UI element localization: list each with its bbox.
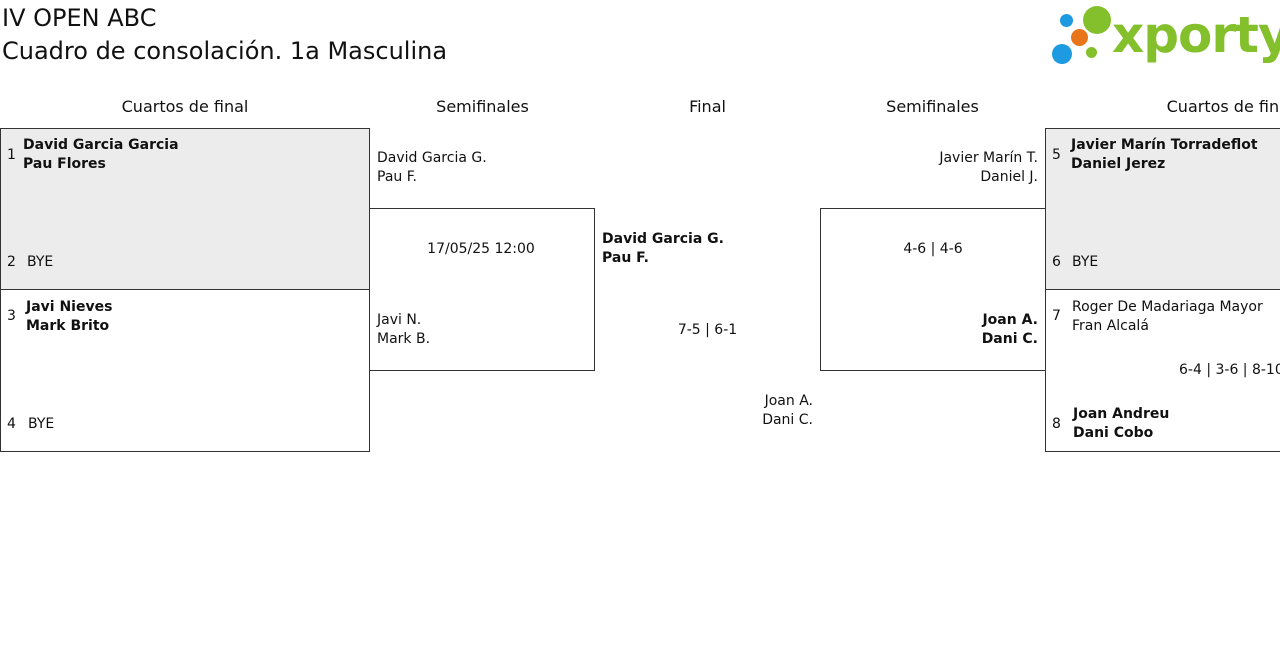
player-name[interactable]: David Garcia G.	[602, 231, 724, 247]
bye-label: BYE	[28, 416, 55, 432]
player-name[interactable]: Javier Marín Torradeflot	[1071, 137, 1258, 153]
player-name[interactable]: Dani Cobo	[1073, 425, 1154, 441]
player-name[interactable]: Mark B.	[377, 331, 431, 347]
match-box-right-qf-2	[1045, 289, 1280, 452]
seed-number: 3	[7, 308, 16, 324]
logo-dot-blue	[1052, 44, 1072, 64]
logo-dot-green-small	[1086, 47, 1097, 58]
player-name[interactable]: Roger De Madariaga Mayor	[1072, 299, 1263, 315]
xporty-logo[interactable]: xporty	[1050, 4, 1280, 68]
header-left-quarterfinals: Cuartos de final	[121, 97, 249, 116]
seed-number: 1	[7, 147, 16, 163]
seed-number: 4	[7, 416, 16, 432]
logo-dot-blue-small	[1060, 14, 1073, 27]
match-box-left-qf-1	[0, 128, 370, 290]
header-final: Final	[689, 97, 726, 116]
match-datetime: 17/05/25 12:00	[427, 241, 535, 257]
bye-label: BYE	[1072, 254, 1099, 270]
tournament-title: IV OPEN ABC	[2, 4, 157, 32]
header-right-semifinals: Semifinales	[886, 97, 979, 116]
bye-label: BYE	[27, 254, 54, 270]
draw-title: Cuadro de consolación. 1a Masculina	[2, 37, 448, 65]
logo-dot-orange	[1071, 29, 1088, 46]
player-name[interactable]: Joan A.	[764, 393, 813, 409]
player-name[interactable]: Mark Brito	[26, 318, 110, 334]
seed-number: 2	[7, 254, 16, 270]
player-name[interactable]: Daniel J.	[980, 169, 1038, 185]
player-name[interactable]: Joan Andreu	[1073, 406, 1170, 422]
player-name[interactable]: Daniel Jerez	[1071, 156, 1166, 172]
logo-dot-green	[1083, 6, 1111, 34]
seed-number: 7	[1052, 308, 1061, 324]
player-name[interactable]: David Garcia G.	[377, 150, 487, 166]
player-name[interactable]: Pau Flores	[23, 156, 106, 172]
match-box-left-sf	[369, 208, 595, 371]
match-score: 7-5 | 6-1	[677, 322, 738, 338]
header-left-semifinals: Semifinales	[436, 97, 529, 116]
player-name[interactable]: Javi Nieves	[26, 299, 113, 315]
player-name[interactable]: David Garcia Garcia	[23, 137, 179, 153]
seed-number: 5	[1052, 147, 1061, 163]
match-score: 6-4 | 3-6 | 8-10	[1179, 362, 1280, 378]
match-score: 4-6 | 4-6	[903, 241, 963, 257]
player-name[interactable]: Dani C.	[981, 331, 1038, 347]
player-name[interactable]: Javi N.	[377, 312, 422, 328]
player-name[interactable]: Javier Marín T.	[939, 150, 1038, 166]
logo-wordmark: xporty	[1112, 6, 1280, 64]
seed-number: 6	[1052, 254, 1061, 270]
player-name[interactable]: Joan A.	[982, 312, 1038, 328]
player-name[interactable]: Fran Alcalá	[1072, 318, 1149, 334]
seed-number: 8	[1052, 416, 1061, 432]
player-name[interactable]: Pau F.	[602, 250, 649, 266]
player-name[interactable]: Dani C.	[762, 412, 813, 428]
player-name[interactable]: Pau F.	[377, 169, 417, 185]
header-right-quarterfinals: Cuartos de final	[1166, 97, 1280, 116]
match-box-right-qf-1	[1045, 128, 1280, 290]
